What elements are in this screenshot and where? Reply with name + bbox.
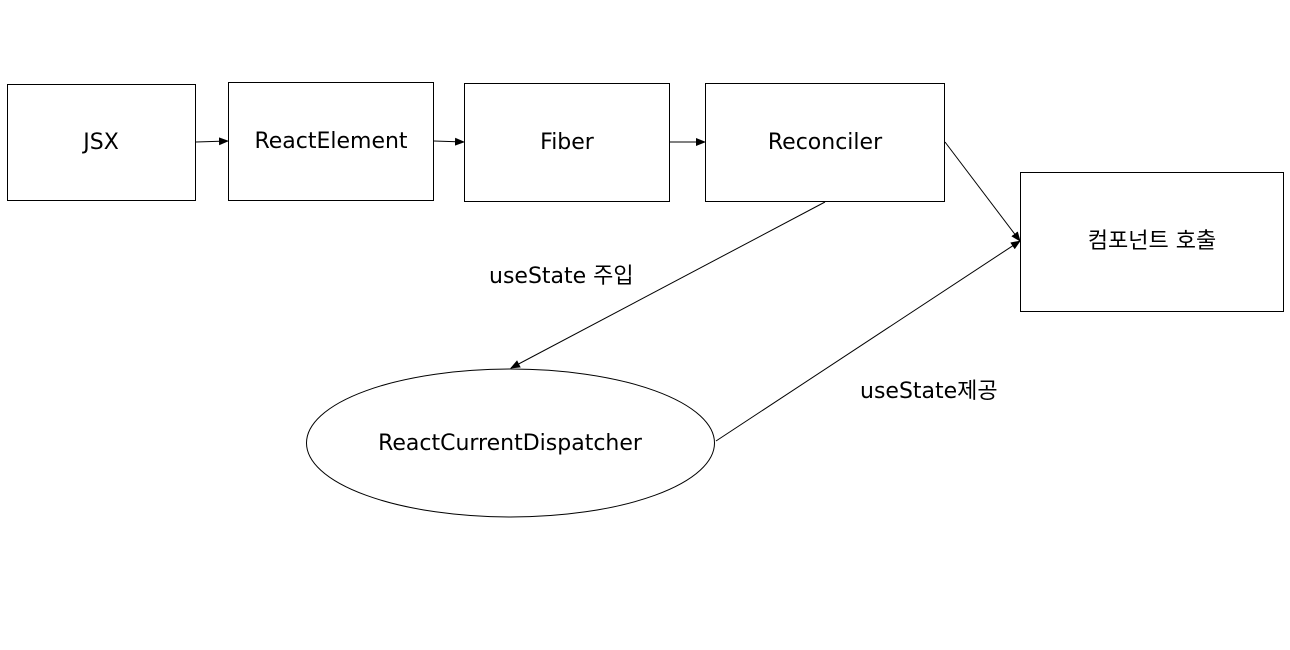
node-reconciler-label: Reconciler	[768, 130, 883, 155]
edge-label-usestate-inject: useState 주입	[489, 264, 634, 289]
edge-dispatcher-to-component-call	[715, 240, 1021, 442]
node-react-element-box	[228, 82, 434, 201]
node-fiber-label: Fiber	[540, 130, 595, 155]
node-reconciler: Reconciler	[705, 83, 945, 202]
node-jsx-label: JSX	[81, 130, 119, 155]
edge-label-usestate-provide: useState제공	[860, 379, 998, 404]
node-reconciler-box	[705, 83, 945, 202]
node-dispatcher-label: ReactCurrentDispatcher	[378, 431, 643, 456]
edge-reconciler-to-dispatcher	[510, 201, 826, 369]
node-component-call: 컴포넌트 호출	[1020, 172, 1284, 312]
node-fiber-box	[464, 83, 670, 202]
node-react-element-label: ReactElement	[254, 129, 407, 154]
edge-jsx-to-react-element	[195, 137, 229, 146]
node-jsx: JSX	[7, 84, 196, 201]
node-component-call-box	[1020, 172, 1284, 312]
node-react-element: ReactElement	[228, 82, 434, 201]
edge-reconciler-to-component-call	[944, 141, 1021, 242]
node-component-call-label: 컴포넌트 호출	[1088, 229, 1216, 254]
node-dispatcher-ellipse	[306, 368, 715, 518]
node-dispatcher: ReactCurrentDispatcher	[306, 368, 715, 518]
node-fiber: Fiber	[464, 83, 670, 202]
node-jsx-box	[7, 84, 196, 201]
edge-react-element-to-fiber	[433, 137, 465, 146]
